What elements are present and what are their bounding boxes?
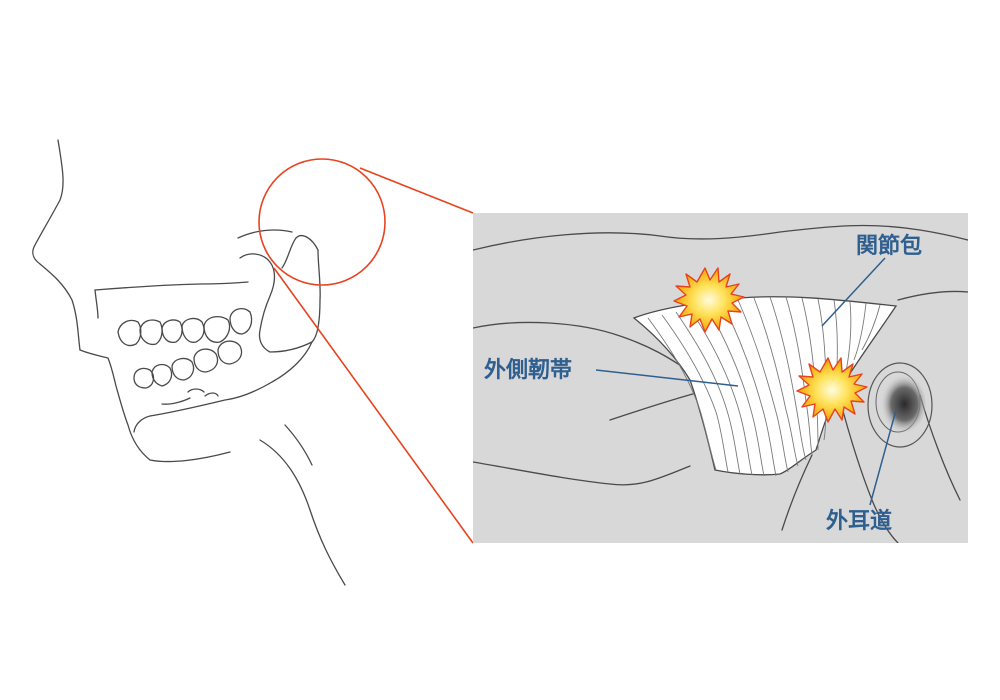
leader-lateral-ligament bbox=[595, 369, 739, 387]
pain-burst-icon bbox=[796, 357, 868, 423]
leader-capsule bbox=[821, 257, 886, 327]
connector-bottom bbox=[273, 267, 474, 544]
label-lateral-ligament: 外側靭帯 bbox=[484, 357, 572, 383]
label-capsule: 関節包 bbox=[856, 233, 922, 259]
highlight-circle bbox=[258, 158, 386, 286]
ear-canal-outline bbox=[867, 362, 933, 448]
ear-canal bbox=[878, 374, 926, 434]
skull-sketch bbox=[32, 139, 346, 586]
inset-panel: 関節包 外側靭帯 外耳道 bbox=[473, 213, 968, 543]
label-ear-canal: 外耳道 bbox=[826, 508, 892, 534]
leader-ear-canal bbox=[869, 409, 897, 506]
pain-marker-upper bbox=[673, 267, 745, 333]
connector-top bbox=[359, 167, 474, 214]
pain-marker-lower bbox=[796, 357, 868, 423]
ligament-fibres bbox=[647, 296, 881, 477]
zoom-indicator bbox=[258, 158, 474, 544]
pain-burst-icon bbox=[673, 267, 745, 333]
